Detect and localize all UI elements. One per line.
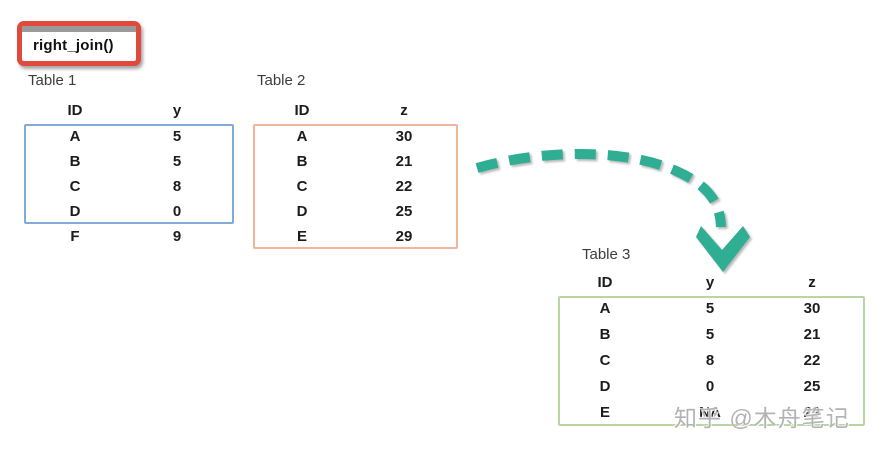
table-cell: 25: [395, 203, 413, 220]
table-cell: B: [599, 326, 611, 343]
table-cell: 29: [395, 228, 413, 245]
column-header: z: [400, 102, 408, 119]
function-title: right_join(): [33, 37, 114, 54]
table-cell: 30: [395, 128, 413, 145]
table-cell: D: [599, 378, 611, 395]
table-cell: C: [69, 178, 81, 195]
highlight-box: [24, 124, 234, 224]
table-cell: C: [296, 178, 308, 195]
watermark: 知乎 @木舟笔记: [674, 405, 850, 431]
table-cell: 5: [172, 153, 182, 170]
table-cell: A: [599, 300, 611, 317]
table-cell: C: [599, 352, 611, 369]
highlight-box: [253, 124, 458, 249]
column-header: ID: [597, 274, 613, 291]
table-cell: 21: [803, 326, 821, 343]
arrow-dashed-path: [475, 149, 726, 228]
table-cell: 25: [803, 378, 821, 395]
column-header: ID: [67, 102, 83, 119]
table-cell: 30: [803, 300, 821, 317]
table-cell: 5: [705, 326, 715, 343]
table-cell: E: [599, 404, 611, 421]
table-cell: F: [70, 228, 80, 245]
table-cell: 8: [172, 178, 182, 195]
table-cell: 22: [395, 178, 413, 195]
function-title-box: right_join(): [17, 21, 141, 66]
table-cell: 0: [705, 378, 715, 395]
table-cell: A: [69, 128, 81, 145]
table-cell: D: [69, 203, 81, 220]
table-label: Table 1: [28, 72, 77, 89]
table-cell: 5: [705, 300, 715, 317]
table-cell: A: [296, 128, 308, 145]
table-cell: 9: [172, 228, 182, 245]
table-label: Table 3: [582, 246, 631, 263]
table-cell: B: [69, 153, 81, 170]
table-cell: 29: [803, 404, 821, 421]
table-cell: E: [296, 228, 308, 245]
table-cell: 8: [705, 352, 715, 369]
table-cell: 22: [803, 352, 821, 369]
column-header: y: [172, 102, 182, 119]
title-box-shading: [22, 26, 136, 32]
table-cell: NA: [699, 404, 721, 421]
table-cell: 21: [395, 153, 413, 170]
column-header: z: [808, 274, 816, 291]
table-cell: 0: [172, 203, 182, 220]
table-cell: D: [296, 203, 308, 220]
column-header: y: [705, 274, 715, 291]
column-header: ID: [294, 102, 310, 119]
table-cell: B: [296, 153, 308, 170]
table-cell: 5: [172, 128, 182, 145]
table-label: Table 2: [257, 72, 306, 89]
highlight-box: [558, 296, 865, 426]
